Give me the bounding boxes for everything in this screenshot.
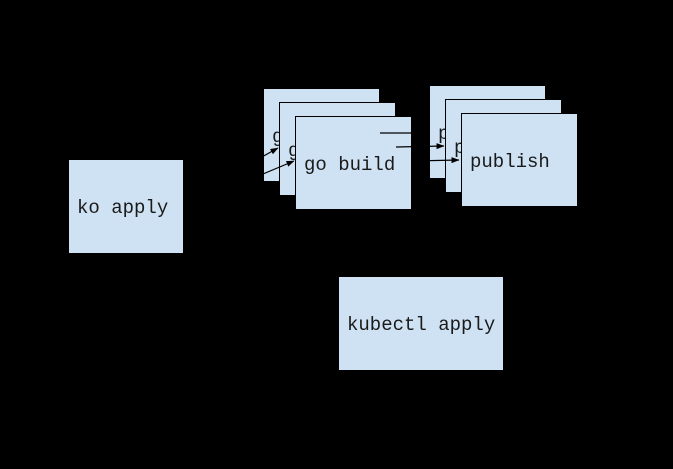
node-go-build-front: go build [295, 116, 412, 210]
node-publish-front: publish [461, 113, 578, 207]
node-ko-apply: ko apply [68, 159, 184, 254]
node-publish-front-label: publish [470, 150, 550, 173]
node-ko-apply-label: ko apply [77, 197, 169, 219]
node-go-build-front-label: go build [304, 153, 396, 176]
arrow-ko-apply-to-go-build-back [183, 133, 263, 194]
node-kubectl-apply: kubectl apply [338, 276, 504, 371]
node-kubectl-apply-label: kubectl apply [347, 314, 496, 336]
